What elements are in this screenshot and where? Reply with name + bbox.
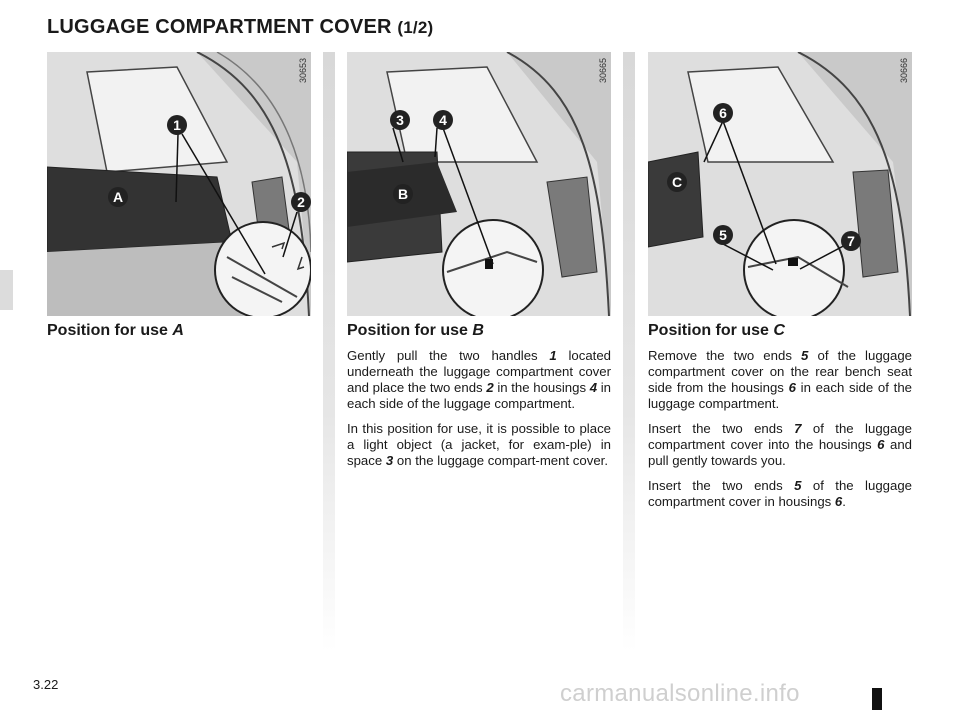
ref-number: 4: [589, 380, 598, 395]
heading-prefix: Position for use: [347, 322, 473, 339]
callout-2: 2: [297, 194, 305, 210]
text-run: Insert the two ends: [648, 421, 795, 436]
column-divider: [623, 52, 635, 652]
section-b-body: Gently pull the two handles 1 located un…: [347, 348, 611, 478]
text-run: and pull gently towards you.: [648, 437, 912, 468]
chapter-tab: [0, 270, 13, 310]
text-run: Gently pull the two handles: [347, 348, 550, 363]
page-title-text: LUGGAGE COMPARTMENT COVER: [47, 16, 392, 38]
paragraph: In this position for use, it is possible…: [347, 421, 611, 469]
ref-number: 5: [794, 478, 802, 493]
text-run: on the luggage compart-ment cover.: [393, 453, 608, 468]
text-run: in each side of the luggage compartment.: [347, 380, 611, 411]
figure-code: 30666: [899, 58, 909, 84]
callout-c: C: [672, 174, 682, 190]
figure-b-illustration: 3 4 B: [347, 52, 611, 316]
callout-5: 5: [719, 227, 727, 243]
figure-position-c: 6 C 5 7 30666: [648, 52, 912, 316]
text-run: .: [842, 494, 846, 509]
ref-number: 6: [788, 380, 796, 395]
heading-position-a: Position for use A: [47, 322, 184, 340]
heading-position-c: Position for use C: [648, 322, 785, 340]
text-run: of the luggage compartment cover in hous…: [648, 478, 912, 509]
figure-position-b: 3 4 B 30665: [347, 52, 611, 316]
paragraph: Remove the two ends 5 of the luggage com…: [648, 348, 912, 412]
paragraph: Insert the two ends 5 of the luggage com…: [648, 478, 912, 510]
text-run: of the luggage compartment cover into th…: [648, 421, 912, 452]
callout-6: 6: [719, 105, 727, 121]
callout-b: B: [398, 186, 408, 202]
figure-code: 30665: [598, 58, 608, 84]
section-c-body: Remove the two ends 5 of the luggage com…: [648, 348, 912, 519]
ref-number: 6: [877, 437, 885, 452]
callout-4: 4: [439, 112, 447, 128]
column-divider: [323, 52, 335, 652]
figure-c-illustration: 6 C 5 7: [648, 52, 912, 316]
page-corner-mark: [872, 688, 882, 710]
text-run: located underneath the luggage compartme…: [347, 348, 611, 395]
text-run: Insert the two ends: [648, 478, 795, 493]
ref-number: 5: [801, 348, 809, 363]
callout-7: 7: [847, 233, 855, 249]
page-title-part: (1/2): [397, 18, 434, 37]
heading-letter: A: [172, 322, 184, 339]
ref-number: 7: [794, 421, 802, 436]
text-run: Remove the two ends: [648, 348, 802, 363]
heading-prefix: Position for use: [648, 322, 774, 339]
figure-code: 30653: [298, 58, 308, 84]
text-run: in each side of the luggage compartment.: [648, 380, 912, 411]
page-number: 3.22: [33, 677, 59, 692]
ref-number: 6: [834, 494, 843, 509]
text-run: of the luggage compartment cover on the …: [648, 348, 912, 395]
heading-letter: C: [773, 322, 785, 339]
ref-number: 1: [549, 348, 557, 363]
ref-number: 2: [486, 380, 494, 395]
heading-position-b: Position for use B: [347, 322, 484, 340]
figure-a-illustration: 1 A 2: [47, 52, 311, 316]
watermark[interactable]: carmanualsonline.info: [560, 680, 800, 707]
heading-prefix: Position for use: [47, 322, 173, 339]
callout-3: 3: [396, 112, 404, 128]
ref-number: 3: [385, 453, 394, 468]
page-title: LUGGAGE COMPARTMENT COVER (1/2): [47, 16, 433, 39]
callout-a: A: [113, 189, 123, 205]
heading-letter: B: [472, 322, 484, 339]
text-run: In this position for use, it is possible…: [347, 421, 611, 468]
figure-position-a: 1 A 2 30653: [47, 52, 311, 316]
paragraph: Gently pull the two handles 1 located un…: [347, 348, 611, 412]
callout-1: 1: [173, 117, 181, 133]
paragraph: Insert the two ends 7 of the luggage com…: [648, 421, 912, 469]
text-run: in the housings: [493, 380, 590, 395]
